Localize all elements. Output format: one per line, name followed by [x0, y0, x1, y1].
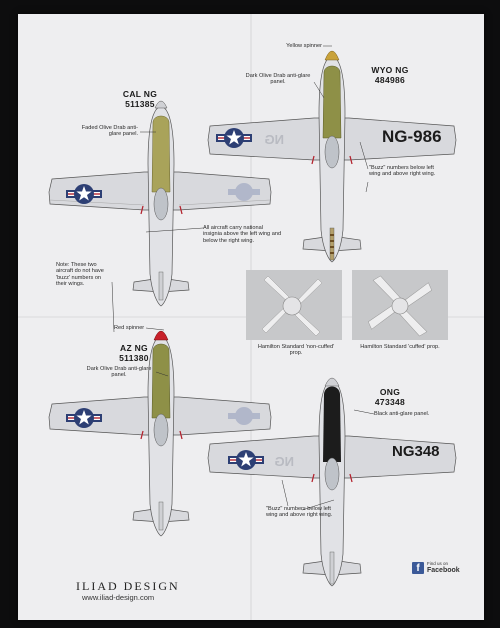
prop-caption-non-cuffed: Hamilton Standard 'non-cuffed' prop.: [257, 344, 335, 357]
ident-code: CAL NG: [122, 89, 158, 99]
ident-cal: CAL NG 511385: [110, 89, 170, 110]
prop-caption-cuffed: Hamilton Standard 'cuffed' prop.: [360, 344, 440, 350]
ident-az: AZ NG 511380: [104, 343, 164, 364]
aircraft-wyo-ng: NG: [207, 50, 457, 263]
facebook-icon: f: [412, 562, 424, 574]
note-az-spinner: Red spinner: [114, 325, 145, 331]
note-insignia: All aircraft carry national insignia abo…: [203, 225, 282, 244]
propeller-icon: [246, 270, 342, 340]
note-wyo-panel: Dark Olive Drab anti-glare panel.: [245, 73, 311, 86]
prop-photo-cuffed: [352, 270, 448, 340]
facebook-find-label: Find us on: [427, 561, 449, 567]
aircraft-cal-ng: [48, 100, 272, 307]
svg-text:NG: NG: [275, 454, 295, 469]
svg-text:NG: NG: [265, 132, 285, 147]
ident-ong: ONG 473348: [360, 387, 420, 408]
brand-url[interactable]: www.iliad-design.com: [82, 593, 155, 602]
note-ong-panel: Black anti-glare panel.: [374, 411, 430, 417]
buzz-number-ong: NG348: [392, 443, 440, 460]
ident-code: ONG: [379, 387, 401, 397]
ident-code: AZ NG: [120, 343, 148, 353]
ident-code: WYO NG: [371, 65, 409, 75]
ident-serial: 473348: [374, 396, 406, 407]
ident-serial: 511380: [119, 352, 149, 363]
propeller-icon: [352, 270, 448, 340]
note-buzz-absent: Note: These two aircraft do not have 'bu…: [56, 262, 104, 288]
ident-serial: 511385: [125, 98, 155, 109]
note-wyo-buzz: "Buzz" numbers below left wing and above…: [369, 165, 436, 178]
buzz-number-wyo: NG-986: [382, 127, 442, 146]
aircraft-ong: NG: [207, 377, 457, 587]
facebook-badge[interactable]: f Find us on Facebook: [412, 562, 460, 574]
facebook-label: Facebook: [427, 566, 460, 574]
note-ong-buzz: "Buzz" numbers below left wing and above…: [266, 506, 333, 519]
brand-logo: ILIAD DESIGN: [76, 579, 180, 593]
ident-wyo: WYO NG 484986: [360, 65, 420, 86]
note-wyo-spinner: Yellow spinner: [286, 43, 322, 49]
prop-photo-non-cuffed: [246, 270, 342, 340]
aircraft-az-ng: [48, 330, 272, 537]
ident-serial: 484986: [374, 74, 406, 85]
decal-sheet: NG NG-986: [18, 14, 484, 620]
note-cal-panel: Faded Olive Drab anti-glare panel.: [81, 125, 138, 138]
note-az-panel: Dark Olive Drab anti-glare panel.: [86, 366, 152, 379]
